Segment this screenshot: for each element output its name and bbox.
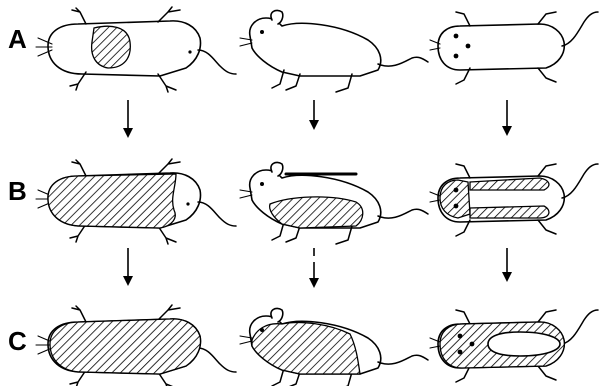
hatched-whole-body — [50, 319, 200, 374]
panel-b-ventral — [430, 164, 598, 236]
row-label-b: B — [8, 176, 27, 206]
arrow-b-c-right — [502, 248, 512, 282]
hatched-back — [48, 174, 176, 228]
arrow-b-c-middle — [309, 248, 319, 288]
row-label-c: C — [8, 326, 27, 356]
panel-a-dorsal — [36, 7, 236, 92]
panel-a-lateral — [240, 10, 428, 92]
arrow-a-b-middle — [309, 100, 319, 130]
row-label-a: A — [8, 24, 27, 54]
hatched-lower-limb — [470, 206, 549, 218]
arrow-a-b-left — [123, 100, 133, 138]
panel-a-ventral — [430, 12, 598, 84]
panel-b-dorsal — [36, 159, 236, 244]
unhatched-center — [488, 332, 560, 356]
arrow-a-b-right — [502, 100, 512, 136]
arrow-b-c-left — [123, 248, 133, 286]
panel-c-lateral — [240, 308, 428, 386]
panel-c-ventral — [430, 310, 598, 382]
panel-b-lateral — [240, 162, 428, 244]
hatched-flank — [270, 197, 363, 228]
panel-c-dorsal — [36, 305, 236, 386]
hatched-patch — [92, 26, 131, 68]
